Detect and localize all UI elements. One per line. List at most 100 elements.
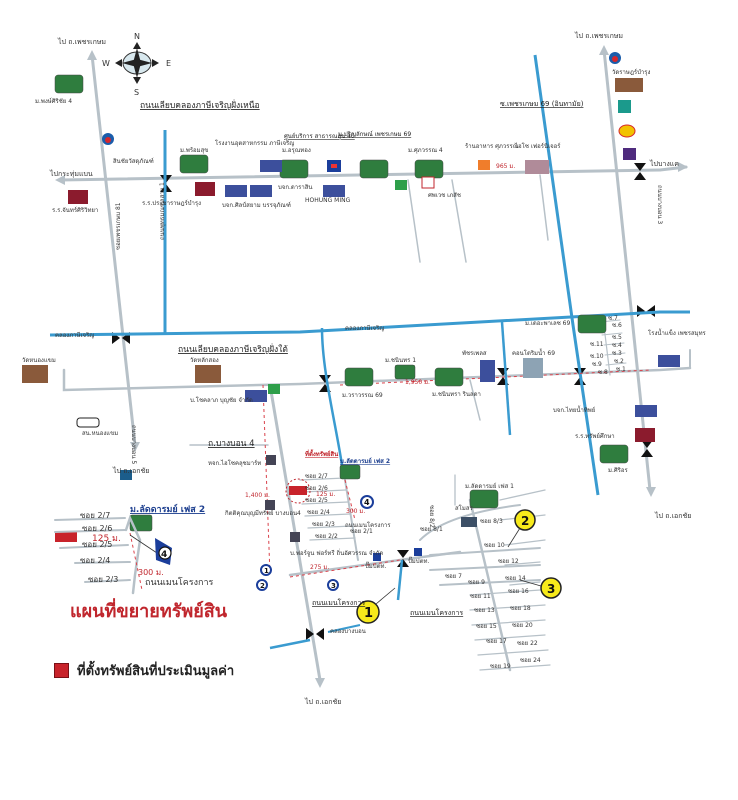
- svg-text:4: 4: [161, 550, 167, 560]
- marker-4[interactable]: 4: [360, 495, 374, 509]
- canal-phasi-charoen: [49, 310, 690, 337]
- label-phromsuk: ม.พร้อมสุข: [180, 147, 208, 154]
- label-bothai: บจก.ดาราสิน: [278, 184, 313, 191]
- inset-road-label: ถนนเมนโครงการ: [145, 577, 214, 588]
- blue-marker-3[interactable]: 3: [327, 579, 339, 591]
- canal-south-branch: [320, 327, 344, 466]
- shop-icon: [290, 532, 300, 542]
- label-school-pracha: ร.ร.ประชาราษฎร์บำรุง: [142, 199, 201, 207]
- inset-dist-125: 125 ม.: [92, 534, 121, 544]
- seven-eleven-icon: [395, 180, 407, 190]
- building-icon: [480, 360, 495, 382]
- blue-marker-2[interactable]: 2: [256, 579, 268, 591]
- soi-2-2: ซอย 2/2: [315, 533, 338, 540]
- police-car-icon: [76, 417, 100, 428]
- factory-icon: [658, 355, 680, 367]
- temple-icon: [615, 78, 643, 92]
- arrow-down-icon: [130, 442, 140, 452]
- arrow-left-icon: [55, 175, 65, 185]
- dest-krathum-baen: ไปกระทุ่มแบน: [49, 169, 93, 178]
- soi-s3: ซ.3: [612, 350, 622, 357]
- soi-labels: ซอย 2/7 ซอย 2/6 ซอย 2/5 ซอย 2/4 ซอย 2/3 …: [305, 315, 626, 670]
- inset-marker-4[interactable]: 4: [155, 538, 172, 565]
- inset-map-title: แผนที่ขยายทรัพย์สิน: [70, 601, 228, 622]
- label-wat-rat: วัดราษฎร์บำรุง: [612, 68, 650, 76]
- marker-1[interactable]: 1: [356, 587, 396, 624]
- label-thai-namthip: บจก.ไทยน้ำทิพย์: [553, 404, 595, 414]
- labels: ไป ถ.เพชรเกษม ไป ถ.เพชรเกษม ไปกระทุ่มแบน…: [22, 31, 707, 706]
- compass-rose: N S W E: [102, 32, 171, 97]
- landmark-icons: [22, 52, 680, 561]
- dest-ekkachai-bottom: ไป ถ.เอกชัย: [304, 697, 341, 706]
- soi-2-3: ซอย 2/3: [312, 521, 335, 528]
- legend-swatch: [54, 663, 69, 678]
- svg-text:1: 1: [264, 567, 269, 575]
- label-chanintra: ม.ชนินทรา รินลดา: [432, 391, 481, 398]
- soi-2-4: ซอย 2/4: [307, 509, 330, 516]
- road-phutthamonthon-label: ถนนพุทธมณฑลสาย 1: [159, 182, 166, 240]
- soi-2-5: ซอย 2/5: [305, 497, 328, 504]
- soi-2-1: ซอย 2/1: [350, 528, 373, 535]
- shop-icon: [266, 455, 276, 465]
- road-bangbon-4-label: ถ.บางบอน 4: [208, 439, 255, 449]
- condo-icon: [523, 358, 543, 378]
- soi-14: ซอย 14: [505, 575, 526, 582]
- svg-text:3: 3: [331, 582, 336, 590]
- house-icon: [469, 489, 499, 509]
- soi-s11: ซ.11: [590, 341, 604, 348]
- soi-s5: ซ.5: [612, 334, 622, 341]
- marker-3[interactable]: 3: [519, 577, 562, 599]
- marker-2[interactable]: 2: [507, 509, 536, 548]
- label-wat-lak-song: วัดหลักสอง: [190, 357, 219, 364]
- legend-label: ที่ตั้งทรัพย์สินที่ประเมินมูลค่า: [77, 664, 235, 679]
- label-shop: หจก.ไฮโซคลุชมาร์ท: [208, 459, 261, 467]
- label-silpsayam: บจก.ศิลป์สยาม บรรจุภัณฑ์: [222, 201, 291, 209]
- shell-gas-icon: [618, 124, 636, 138]
- road-bangbon-3: [602, 48, 652, 492]
- road-bangbon-3-label: ถนนบางบอน 3: [656, 185, 663, 224]
- label-chanin-1: ม.ชนินทร 1: [385, 357, 416, 364]
- label-warawan-69: ม.วราวรรณ 69: [342, 392, 383, 399]
- road-bangbon-5-label: ถนนบางบอน 5: [130, 425, 137, 464]
- house-icon: [54, 74, 84, 94]
- soi-s4: ซ.4: [612, 342, 622, 349]
- soi-18: ซอย 18: [510, 605, 531, 612]
- label-dist-965: 965 ม.: [496, 163, 515, 170]
- soi-s8: ซ.8: [598, 369, 608, 376]
- soi-s10: ซ.10: [590, 353, 604, 360]
- label-dist-1400: 1,400 ม.: [245, 492, 270, 499]
- dest-ekkachai-right: ไป ถ.เอกชัย: [654, 511, 691, 520]
- inset-soi-2-5: ซอย 2/5: [82, 540, 112, 549]
- label-pharmacy: ศพเวช เภสัช: [428, 192, 461, 199]
- label-school-right: ร.ร.ทรัพย์ศึกษา: [575, 432, 615, 440]
- clinic-icon: [421, 176, 435, 189]
- factory-icon: [323, 185, 345, 197]
- house-icon: [339, 464, 361, 480]
- factory-icon: [260, 160, 282, 172]
- svg-text:2: 2: [260, 582, 265, 590]
- label-chokchai: บ.โชคลาภ บุญชัย จำกัด: [190, 396, 253, 404]
- svg-text:1: 1: [364, 606, 373, 621]
- canal-bangbon-label: คลองบางบอน: [330, 628, 366, 635]
- house-icon: [599, 444, 629, 464]
- soi-s1: ซ.1: [616, 366, 626, 373]
- house-icon: [129, 514, 153, 532]
- house-icon: [279, 159, 309, 179]
- label-the-palace: ม.เดอะพาเลซ 69: [525, 320, 570, 327]
- svg-text:2: 2: [521, 514, 529, 528]
- arrow-up-icon: [87, 50, 97, 60]
- label-dist-275: 275 ม.: [310, 564, 329, 571]
- roads: [55, 45, 692, 688]
- seven-eleven-icon: [268, 384, 280, 394]
- soi-12: ซอย 12: [498, 558, 519, 565]
- soi-20: ซอย 20: [512, 622, 533, 629]
- svg-text:3: 3: [547, 582, 555, 596]
- factory-icon: [225, 185, 247, 197]
- soi-2-7: ซอย 2/7: [305, 473, 328, 480]
- blue-marker-1[interactable]: 1: [260, 564, 272, 576]
- label-prinyalak: ม.ปริญลักษณ์ เพชรเกษม 69: [338, 130, 411, 138]
- inset-dist-300: 300 ม.: [138, 568, 164, 577]
- ptt-gas-icon: [414, 548, 422, 556]
- canals: [49, 54, 690, 650]
